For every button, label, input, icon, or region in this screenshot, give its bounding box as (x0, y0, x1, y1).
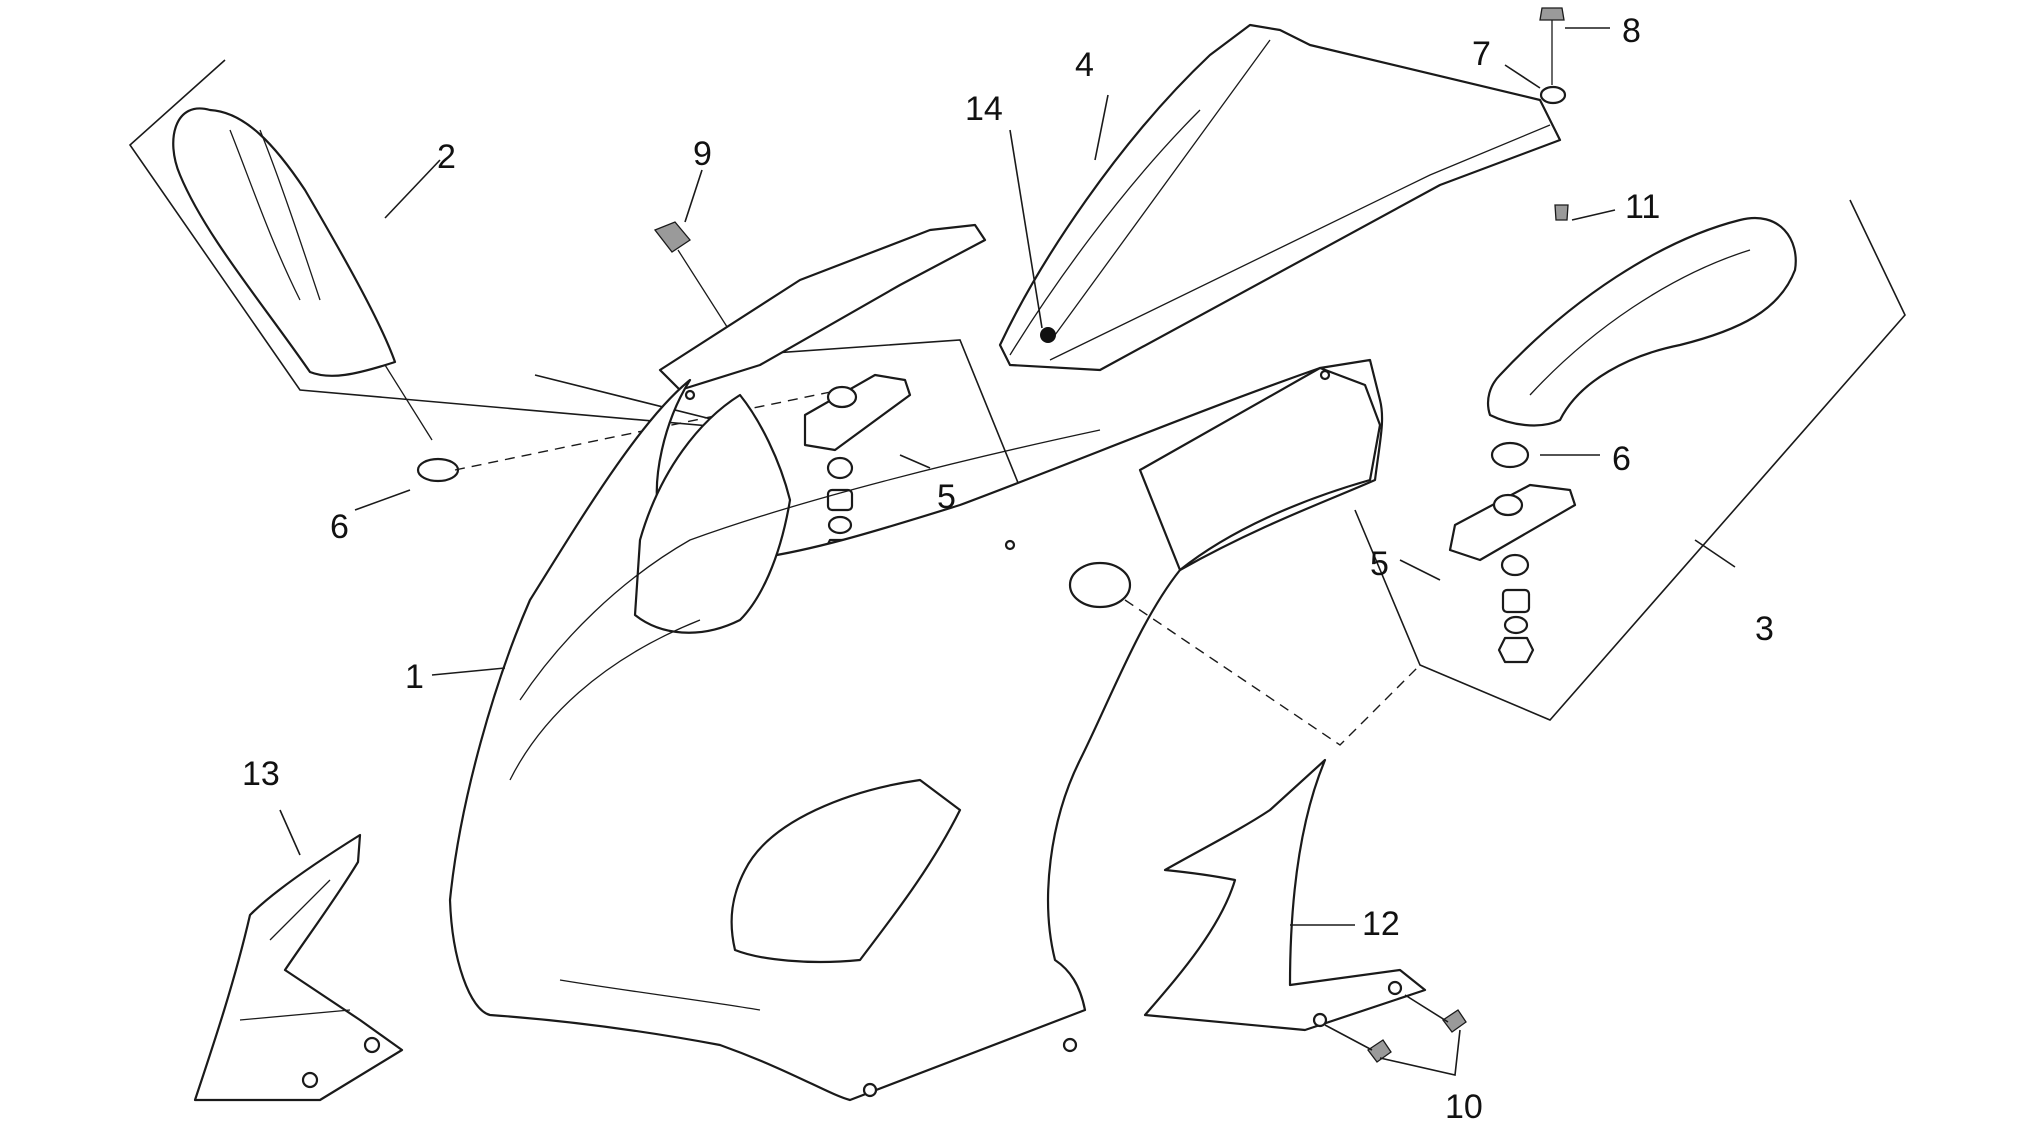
callout-labels: 1 2 3 4 5 5 6 6 7 8 9 10 11 12 13 14 (242, 12, 1774, 1126)
leader-5b (1399, 559, 1441, 581)
left-lower-trim (193, 833, 404, 1102)
callout-7: 7 (1472, 35, 1491, 73)
right-mirror-inner-line (1529, 249, 1751, 396)
right-mount-plate (1448, 483, 1577, 562)
front-fairing-screw-hole (684, 389, 696, 401)
front-fairing-mirror-hole (1068, 561, 1132, 609)
callout-8: 8 (1622, 12, 1641, 50)
windshield (998, 23, 1562, 372)
leader-14 (1009, 129, 1043, 329)
right-mirror-bracket-outline (1354, 199, 1906, 721)
leader-11 (1571, 209, 1616, 221)
left-lower-trim-part (193, 833, 404, 1102)
left-mirror-stem (384, 364, 433, 441)
callout-1: 1 (405, 658, 424, 696)
right-mount-washer (1503, 615, 1529, 635)
left-lower-trim-screw-hole (363, 1036, 381, 1054)
left-mount-washer (827, 515, 853, 535)
screw-10a (1442, 1009, 1467, 1033)
left-mirror-part (128, 59, 756, 441)
front-fairing-body (448, 358, 1384, 1102)
leader-5a (899, 454, 931, 469)
left-lower-trim-contour (239, 879, 351, 1021)
right-mirror-part (1354, 199, 1906, 721)
left-grommet (416, 457, 460, 483)
windshield-hardware (1539, 7, 1569, 221)
front-fairing-screw-hole (1062, 1037, 1078, 1053)
callout-5a: 5 (937, 478, 956, 516)
callout-9: 9 (693, 135, 712, 173)
front-fairing-screw-hole (1004, 539, 1016, 551)
windshield-centerline (1054, 39, 1271, 336)
right-mount-bushing (1492, 493, 1524, 517)
windshield-mark (1040, 327, 1056, 343)
screw-8-head (1539, 7, 1565, 21)
front-fairing-air-intake (730, 778, 962, 964)
right-mount-spacer (1500, 553, 1530, 577)
screw-9-head (653, 221, 691, 253)
leader-2 (384, 159, 441, 219)
leader-4 (1094, 94, 1109, 161)
front-fairing-screw-hole (862, 1082, 878, 1098)
callout-14: 14 (965, 90, 1003, 128)
left-mirror-bracket-outline (128, 59, 756, 431)
callout-2: 2 (437, 138, 456, 176)
leader-9 (684, 169, 703, 223)
front-fairing-part (448, 223, 1421, 1102)
callout-13: 13 (242, 755, 280, 793)
left-mount-plate (803, 373, 912, 452)
left-mount-spacer (826, 456, 854, 480)
screw-10-leader (1324, 994, 1461, 1076)
leader-3 (1694, 539, 1736, 568)
leader-7 (1504, 64, 1541, 89)
leader-6a (354, 489, 411, 511)
right-lower-trim-screw-hole (1387, 980, 1403, 996)
front-fairing-upper-right-arm (1138, 366, 1382, 572)
callout-10: 10 (1445, 1088, 1483, 1126)
right-lower-trim-screw-hole (1312, 1012, 1328, 1028)
right-lower-trim (1143, 758, 1427, 1032)
left-lower-trim-screw-hole (301, 1071, 319, 1089)
callout-6a: 6 (330, 508, 349, 546)
washer-7 (1539, 85, 1567, 105)
front-fairing-screw-hole (1319, 369, 1331, 381)
screw-11 (1554, 204, 1569, 221)
front-fairing-windshield-opening (633, 393, 792, 634)
callout-leaders (279, 27, 1736, 926)
left-mount-bushing (826, 385, 858, 409)
right-mirror-shell (1486, 217, 1797, 427)
left-mirror-inner-line (229, 129, 321, 301)
right-grommet (1490, 441, 1530, 469)
leader-1 (431, 667, 506, 676)
screw-10b (1367, 1039, 1392, 1063)
windshield-inner-flange (1009, 109, 1551, 361)
left-mount-kit-part (744, 339, 1027, 601)
right-lower-trim-part (1143, 758, 1467, 1076)
front-fairing-upper-left-arm (658, 223, 987, 392)
front-fairing-contour-line (509, 429, 1101, 1011)
leader-13 (279, 809, 301, 856)
front-fairing-dashed-guide (1124, 599, 1421, 746)
left-mirror-shell (172, 107, 397, 377)
right-mount-nut (1497, 636, 1535, 664)
windshield-part (998, 23, 1562, 372)
callout-6b: 6 (1612, 440, 1631, 478)
callout-5b: 5 (1370, 545, 1389, 583)
callout-12: 12 (1362, 905, 1400, 943)
callout-4: 4 (1075, 46, 1094, 84)
right-mount-spring (1501, 588, 1531, 614)
callout-3: 3 (1755, 610, 1774, 648)
callout-11: 11 (1625, 188, 1660, 226)
